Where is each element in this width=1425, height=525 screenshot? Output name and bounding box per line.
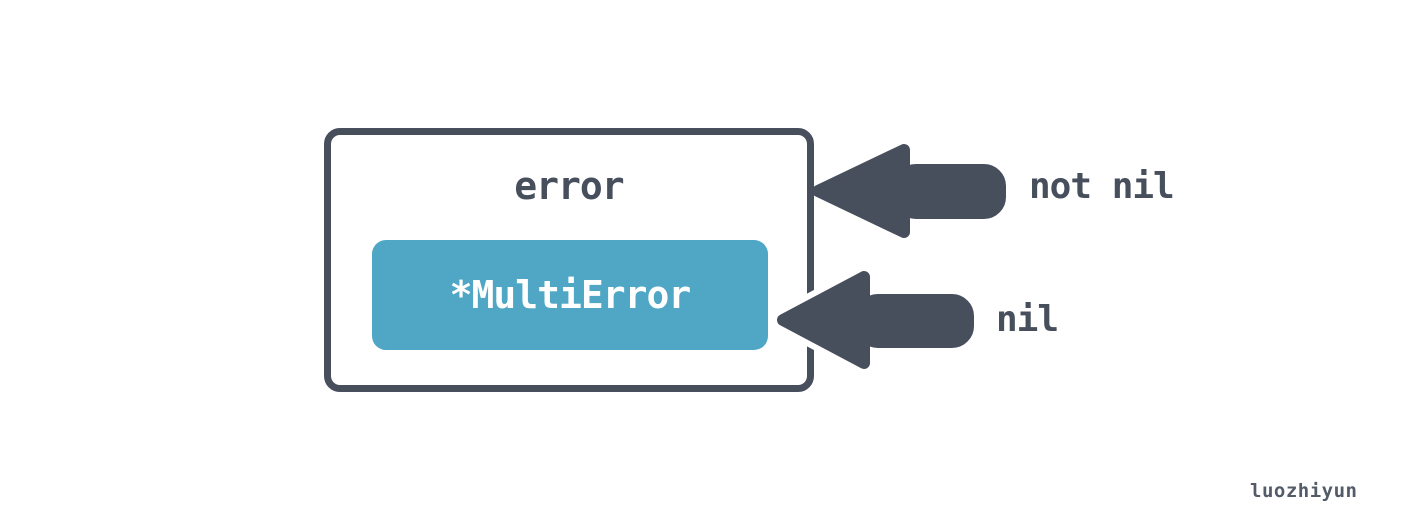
- multierror-box-label: *MultiError: [449, 273, 692, 317]
- not-nil-arrow-icon: [812, 144, 1006, 238]
- not-nil-label: not nil: [1029, 166, 1175, 207]
- nil-arrow-icon: [771, 265, 985, 375]
- multierror-box: *MultiError: [372, 240, 768, 350]
- error-box-label: error: [514, 164, 624, 208]
- watermark: luozhiyun: [1250, 480, 1358, 502]
- nil-label: nil: [996, 299, 1059, 340]
